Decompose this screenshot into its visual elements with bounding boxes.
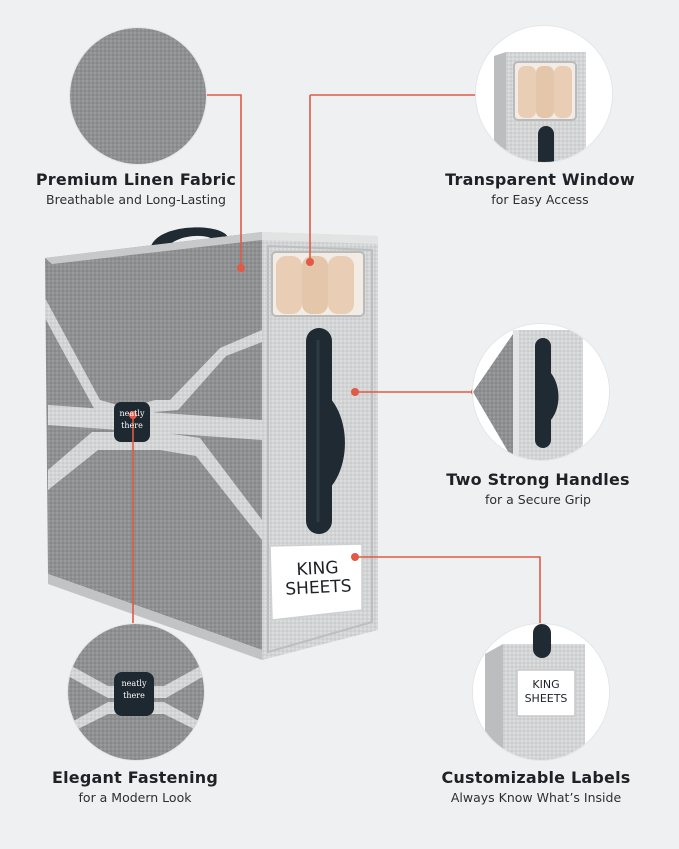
feature-title-fastening: Elegant Fastening [51, 768, 219, 787]
logo-fastener [114, 402, 150, 442]
handles-detail [473, 324, 609, 460]
feature-title-handles: Two Strong Handles [446, 470, 630, 489]
labels-detail [473, 624, 609, 760]
box-label-card [269, 543, 363, 621]
fastening-logo-line1: neatly [121, 679, 147, 688]
logo-line2: there [121, 421, 143, 430]
feature-subtitle-handles: for a Secure Grip [485, 492, 591, 507]
side-handle [306, 328, 345, 534]
feature-subtitle-labels: Always Know What’s Inside [450, 790, 622, 805]
feature-title-labels: Customizable Labels [441, 768, 631, 787]
fastening-logo-text: neatly there [114, 678, 154, 702]
top-handle [150, 227, 228, 254]
feature-subtitle-linen: Breathable and Long-Lasting [46, 192, 226, 207]
window-detail [476, 26, 612, 162]
logo-text: neatly there [114, 408, 150, 432]
fastening-detail [68, 624, 204, 760]
logo-line1: neatly [119, 409, 145, 418]
callout-lines [132, 94, 541, 650]
feature-title-linen: Premium Linen Fabric [35, 170, 237, 189]
labels-detail-line2: SHEETS [524, 692, 568, 705]
box-label-text: KING SHEETS [275, 558, 361, 600]
labels-detail-text: KING SHEETS [517, 678, 575, 706]
feature-subtitle-fastening: for a Modern Look [78, 790, 192, 805]
fastening-logo-line2: there [123, 691, 145, 700]
sheets-window [271, 251, 365, 317]
labels-detail-line1: KING [532, 678, 560, 691]
linen-fabric-detail [70, 28, 206, 164]
feature-subtitle-window: for Easy Access [491, 192, 589, 207]
box-front [45, 232, 262, 660]
feature-title-window: Transparent Window [445, 170, 635, 189]
